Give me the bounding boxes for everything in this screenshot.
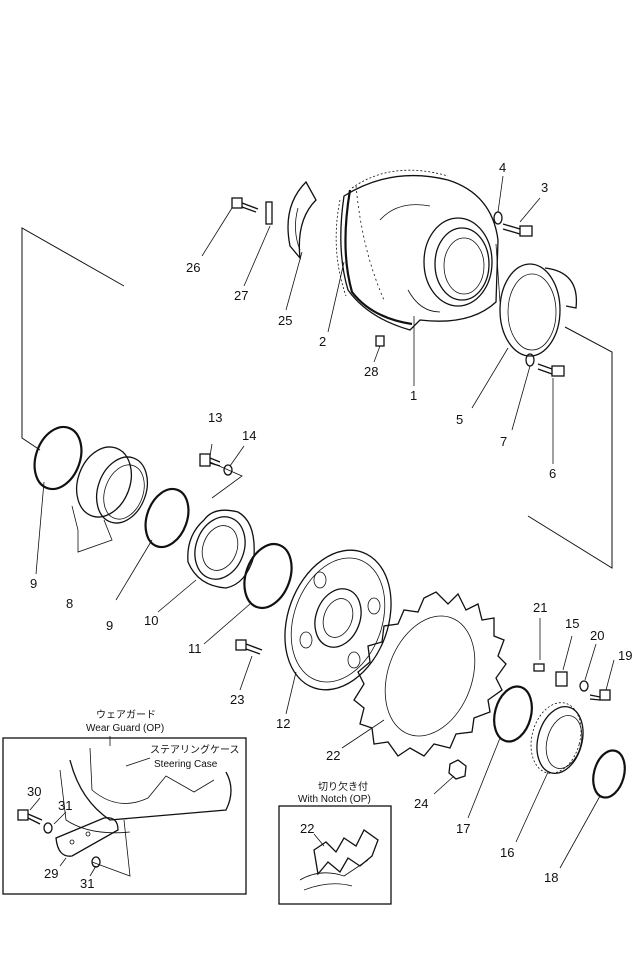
wear-guard-title-jp: ウェアガード xyxy=(96,709,156,721)
callout-13: 13 xyxy=(208,410,222,425)
callout-6: 6 xyxy=(549,466,556,481)
sprocket-part-22 xyxy=(353,591,507,757)
steering-case-label: Steering Case xyxy=(154,759,218,770)
callout-10: 10 xyxy=(144,613,158,628)
final-drive-case-part-1 xyxy=(340,174,501,331)
callout-9-upper: 9 xyxy=(30,576,37,591)
callout-5: 5 xyxy=(456,412,463,427)
callout-31-upper: 31 xyxy=(58,798,72,813)
pin-part-21 xyxy=(533,663,545,672)
with-notch-inset: 切り欠き付 With Notch (OP) 22 xyxy=(278,780,392,905)
callout-31-lower: 31 xyxy=(80,876,94,891)
washer-part-20 xyxy=(579,680,589,692)
callout-29: 29 xyxy=(44,866,58,881)
bolt-part-3 xyxy=(502,223,533,237)
callout-17: 17 xyxy=(456,821,470,836)
callout-22: 22 xyxy=(326,748,340,763)
callout-25: 25 xyxy=(278,313,292,328)
callout-2: 2 xyxy=(319,334,326,349)
callout-11: 11 xyxy=(188,641,202,656)
leader-lines xyxy=(35,175,615,869)
callout-4: 4 xyxy=(499,160,506,175)
wear-guard-title: Wear Guard (OP) xyxy=(86,723,164,734)
callout-30: 30 xyxy=(27,784,41,799)
lock-plate-part-15 xyxy=(555,671,568,687)
callout-9-lower: 9 xyxy=(106,618,113,633)
callout-18: 18 xyxy=(544,870,558,885)
callout-26: 26 xyxy=(186,260,200,275)
callout-24: 24 xyxy=(414,796,428,811)
o-ring-part-17 xyxy=(493,685,533,743)
callout-14: 14 xyxy=(242,428,256,443)
callout-22-notch: 22 xyxy=(300,821,314,836)
washer-part-4 xyxy=(493,211,503,225)
nut-part-24 xyxy=(448,759,467,780)
o-ring-part-9-lower xyxy=(144,487,190,549)
hub-part-12 xyxy=(284,549,392,691)
seal-assembly-part-8 xyxy=(75,446,149,524)
o-ring-part-18 xyxy=(592,749,626,799)
callout-20: 20 xyxy=(590,628,604,643)
wear-guard-inset: ウェアガード Wear Guard (OP) ステアリングケース Steerin… xyxy=(2,709,247,895)
callout-15: 15 xyxy=(565,616,579,631)
callout-7: 7 xyxy=(500,434,507,449)
callout-3: 3 xyxy=(541,180,548,195)
callout-1: 1 xyxy=(410,388,417,403)
retainer-part-10 xyxy=(187,509,255,589)
callout-28: 28 xyxy=(364,364,378,379)
with-notch-title: With Notch (OP) xyxy=(298,794,371,805)
callout-12: 12 xyxy=(276,716,290,731)
dowel-pin-part-28 xyxy=(375,335,385,347)
callout-16: 16 xyxy=(500,845,514,860)
o-ring-part-9-upper xyxy=(33,425,83,491)
callout-21: 21 xyxy=(533,600,547,615)
bolt-part-13 xyxy=(199,453,221,467)
bolt-part-26 xyxy=(231,197,259,213)
guard-plate-part-25 xyxy=(287,180,317,261)
callout-27: 27 xyxy=(234,288,248,303)
washer-part-14 xyxy=(223,464,233,476)
o-ring-part-11 xyxy=(243,542,293,610)
bolt-part-19 xyxy=(589,689,611,701)
bolt-part-6 xyxy=(537,363,565,377)
bolt-part-23 xyxy=(235,639,263,655)
case-bolt-ring-part-2 xyxy=(335,169,449,301)
nut-ring-part-16 xyxy=(530,702,584,774)
with-notch-title-jp: 切り欠き付 xyxy=(318,780,368,793)
callout-23: 23 xyxy=(230,692,244,707)
steering-case-label-jp: ステアリングケース xyxy=(150,743,240,756)
assembly-guide-lines xyxy=(21,227,613,569)
pin-part-27 xyxy=(265,201,273,225)
callout-8: 8 xyxy=(66,596,73,611)
callout-labels: 1 2 3 4 5 6 7 8 9 9 10 11 12 13 14 15 16… xyxy=(30,160,632,885)
cover-ring-part-5 xyxy=(499,263,578,357)
callout-19: 19 xyxy=(618,648,632,663)
